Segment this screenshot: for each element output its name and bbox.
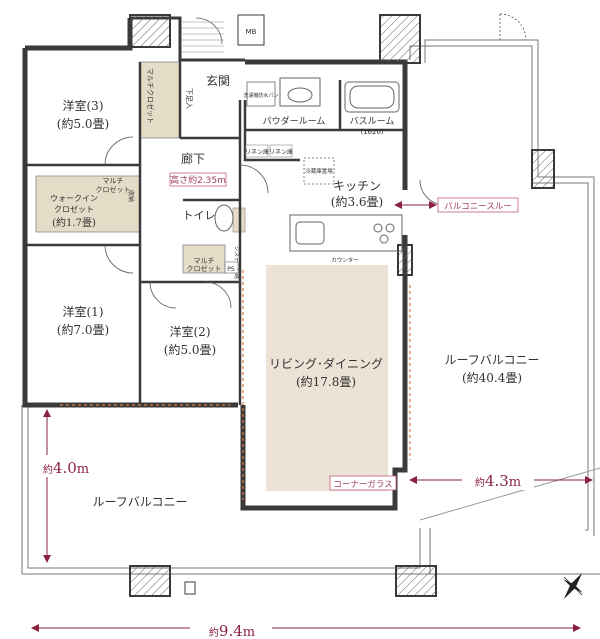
dimension-right: 約4.3m (409, 468, 593, 490)
counter-label: カウンター (331, 256, 359, 264)
dimension-bottom: 約9.4m (31, 617, 581, 639)
balcony-through-label: バルコニースルー (444, 202, 511, 212)
living-dining-floor (266, 265, 388, 491)
washer-pan-label: 洗濯機防水パン (243, 92, 278, 99)
corner-glass-box (329, 475, 397, 491)
washbasin (279, 77, 321, 107)
room-area-western1: (約7.0畳) (57, 322, 109, 337)
shoe-box-label: 下足入 (185, 88, 193, 109)
room-name-western3: 洋室(3) (63, 98, 104, 113)
multi-closet-2-line2: クロゼット (187, 264, 222, 273)
entrance-steps (182, 21, 224, 53)
room-name-western2: 洋室(2) (170, 324, 211, 339)
door-swings (104, 13, 527, 309)
roof-balcony-right-outline (409, 39, 600, 536)
fridge-label: 冷蔵庫置場 (305, 167, 333, 175)
structural-columns (129, 14, 555, 597)
room-name-bathroom: バスルーム (350, 116, 395, 127)
room-name-entrance: 玄関 (206, 73, 230, 88)
dimension-left: 約4.0m (30, 409, 102, 563)
compass-icon (563, 572, 583, 600)
ps-label: PS (227, 266, 235, 273)
walk-in-closet-area: (約1.7畳) (52, 216, 96, 229)
room-name-hallway: 廊下 (181, 151, 205, 166)
walk-in-closet-area (35, 175, 141, 233)
walk-in-closet-line2: クロゼット (54, 204, 94, 214)
dimension-left-text: 約4.0m (43, 459, 89, 477)
room-name-living: リビング･ダイニング (269, 356, 383, 371)
room-area-roof-balcony-right: (約40.4畳) (462, 370, 522, 385)
room-name-toilet: トイレ (183, 209, 216, 222)
room-area-western3: (約5.0畳) (57, 116, 109, 131)
ceiling-height-box (169, 172, 227, 187)
room-name-powder-room: パウダールーム (263, 115, 326, 127)
multi-closet-vertical-label: マルチクロゼット (146, 68, 155, 124)
storage-small-label: 収納 (127, 190, 135, 202)
mb-box (237, 14, 265, 46)
mb-label: MB (246, 28, 257, 36)
ceiling-height-label: 高さ約2.35m (170, 174, 226, 186)
corner-glass-label: コーナーガラス (333, 479, 392, 490)
room-area-western2: (約5.0畳) (164, 342, 216, 357)
kitchen-counter (289, 214, 403, 252)
room-name-roof-balcony-right: ルーフバルコニー (444, 353, 539, 367)
walk-in-closet-line1: ウォークイン (50, 194, 98, 203)
interior-walls (25, 60, 405, 405)
linen-1-label: リネン庫 (245, 148, 269, 156)
multi-closet-1-line1: マルチ (103, 177, 124, 185)
room-area-kitchen: (約3.6畳) (331, 194, 383, 209)
bathroom-size: (1620) (360, 128, 384, 136)
multi-closet-2-area (182, 244, 226, 274)
linen-2-label: リネン庫 (269, 148, 293, 156)
dimension-bottom-text: 約9.4m (209, 622, 255, 639)
dimension-right-text: 約4.3m (475, 472, 521, 490)
washer-pan-box (246, 81, 276, 107)
closet-fills (35, 61, 246, 274)
multi-closet-vertical-area (139, 61, 181, 139)
room-area-living: (約17.8畳) (296, 374, 356, 389)
room-name-roof-balcony-bottom: ルーフバルコニー (92, 495, 187, 509)
balcony-through-box (437, 197, 519, 213)
toilet-fixture (214, 204, 234, 232)
windows (60, 270, 411, 500)
room-name-western1: 洋室(1) (63, 304, 104, 319)
multi-closet-1-line2: クロゼット (96, 185, 131, 194)
bathtub (344, 81, 400, 113)
room-name-kitchen: キッチン (333, 179, 381, 193)
multi-closet-2-line1: マルチ (194, 257, 215, 265)
